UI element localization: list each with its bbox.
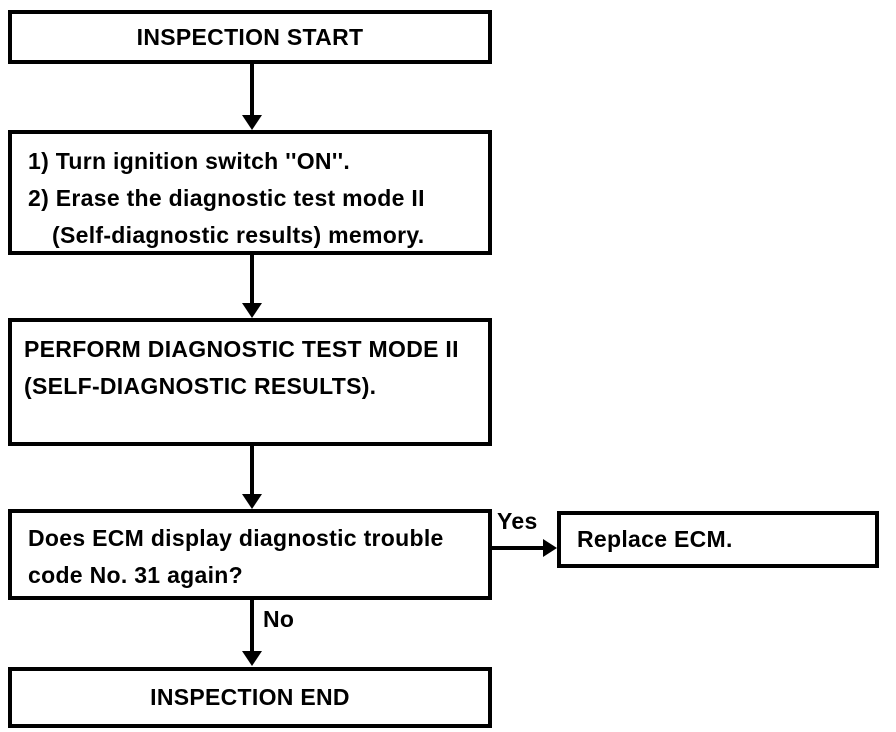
connector-perform-to-question: [250, 446, 254, 496]
node-inspection-end-label: INSPECTION END: [150, 684, 350, 710]
connector-question-to-end: [250, 600, 254, 653]
perform-line-1: PERFORM DIAGNOSTIC TEST MODE II: [24, 336, 459, 362]
node-inspection-end: INSPECTION END: [8, 667, 492, 728]
node-inspection-start: INSPECTION START: [8, 10, 492, 64]
perform-line-2: (SELF-DIAGNOSTIC RESULTS).: [24, 373, 377, 399]
edge-label-yes: Yes: [497, 508, 538, 534]
arrowhead-down-icon: [242, 303, 262, 318]
arrowhead-down-icon: [242, 651, 262, 666]
connector-prepare-to-perform: [250, 255, 254, 305]
question-line-1: Does ECM display diagnostic trouble: [28, 525, 444, 551]
arrowhead-down-icon: [242, 494, 262, 509]
connector-question-to-replace: [492, 546, 544, 550]
arrowhead-right-icon: [543, 539, 557, 557]
node-replace-ecm: Replace ECM.: [557, 511, 879, 568]
question-line-2: code No. 31 again?: [28, 562, 244, 588]
edge-label-no: No: [263, 606, 295, 632]
node-question-dtc-31: Does ECM display diagnostic trouble code…: [8, 509, 492, 600]
node-perform-diagnostic: PERFORM DIAGNOSTIC TEST MODE II (SELF-DI…: [8, 318, 492, 446]
node-inspection-start-label: INSPECTION START: [136, 23, 364, 50]
prepare-step-2-continued: (Self-diagnostic results) memory.: [52, 222, 425, 248]
node-replace-ecm-label: Replace ECM.: [577, 526, 733, 552]
node-prepare-steps: 1) Turn ignition switch ''ON''. 2) Erase…: [8, 130, 492, 255]
connector-start-to-prepare: [250, 64, 254, 116]
arrowhead-down-icon: [242, 115, 262, 130]
prepare-step-2: 2) Erase the diagnostic test mode II: [28, 185, 425, 211]
prepare-step-1: 1) Turn ignition switch ''ON''.: [28, 148, 351, 174]
